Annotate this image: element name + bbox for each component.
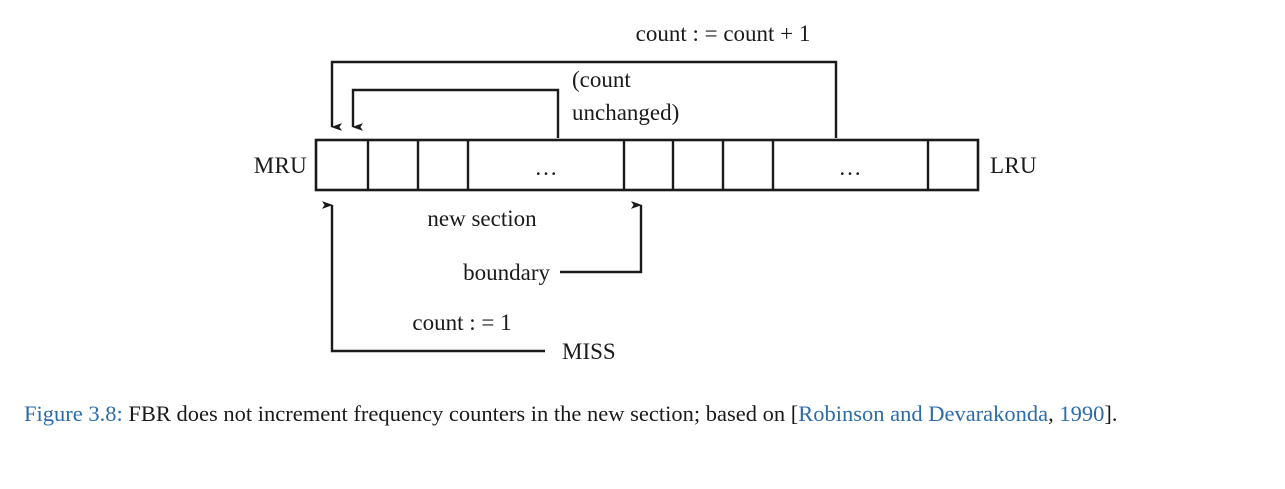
- citation-link-part2[interactable]: and Devarakonda: [890, 401, 1049, 426]
- new-section-label: new section: [427, 206, 537, 231]
- cell-ellipsis-left: …: [535, 155, 558, 180]
- figure-caption: Figure 3.8: FBR does not increment frequ…: [24, 398, 1272, 430]
- fbr-cache-diagram: … … MRU LRU count : = count + 1 (count u…: [254, 21, 1037, 364]
- citation-comma: ,: [1048, 401, 1060, 426]
- lru-label: LRU: [990, 153, 1037, 178]
- count-increment-label: count : = count + 1: [636, 21, 811, 46]
- cache-row-outline: [314, 138, 980, 192]
- figure-number: Figure 3.8:: [24, 401, 123, 426]
- count-increment-arrow-path: [330, 60, 838, 138]
- count-unchanged-label-line2: unchanged): [572, 100, 679, 125]
- miss-arrow: MISS count : = 1: [322, 201, 616, 364]
- citation-year[interactable]: 1990: [1059, 401, 1105, 426]
- miss-arrow-path: [322, 201, 545, 353]
- count-init-label: count : = 1: [412, 310, 511, 335]
- cache-row: … …: [314, 138, 980, 192]
- miss-label: MISS: [562, 339, 616, 364]
- mru-label: MRU: [254, 153, 307, 178]
- count-unchanged-label-line1: (count: [572, 67, 631, 92]
- count-increment-arrow: count : = count + 1: [330, 21, 838, 138]
- boundary-arrow: boundary: [463, 201, 643, 285]
- caption-body-before-citation: FBR does not increment frequency counter…: [122, 401, 799, 426]
- citation-link-part1[interactable]: Robinson: [798, 401, 885, 426]
- caption-body-after-citation: ].: [1104, 401, 1118, 426]
- count-unchanged-arrow-path: [351, 88, 560, 138]
- count-unchanged-arrow: (count unchanged): [351, 67, 679, 138]
- cell-ellipsis-right: …: [839, 155, 862, 180]
- boundary-arrow-path: [560, 201, 643, 274]
- boundary-label: boundary: [463, 260, 550, 285]
